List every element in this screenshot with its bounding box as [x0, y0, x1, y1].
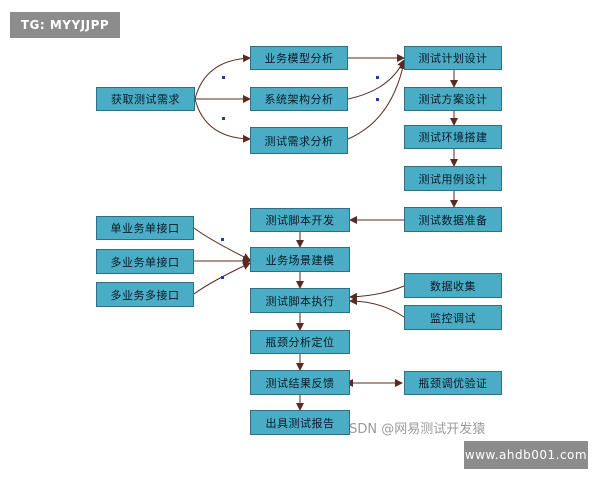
- node-jieguo-fankui: 测试结果反馈: [250, 370, 350, 395]
- node-huanjing-dajian: 测试环境搭建: [404, 125, 502, 149]
- marker-dot: [222, 117, 225, 120]
- edge-dandan-changjing: [193, 227, 251, 261]
- node-shuju-shouji: 数据收集: [404, 273, 502, 298]
- marker-dot: [376, 98, 379, 101]
- edge-huoqu-yewu: [194, 54, 251, 100]
- marker-dot: [221, 238, 224, 241]
- watermark-site: www.ahdb001.com: [464, 441, 588, 469]
- marker-dot: [221, 276, 224, 279]
- node-jiaoben-zhixing: 测试脚本执行: [250, 288, 350, 313]
- marker-dot: [376, 76, 379, 79]
- edge-huoqu-xuqiu: [194, 98, 251, 143]
- node-jihua-sheji: 测试计划设计: [404, 46, 502, 70]
- node-jiankong-tiaoshi: 监控调试: [404, 305, 502, 330]
- node-chuju-baogao: 出具测试报告: [250, 410, 350, 435]
- node-changjing-jianmo: 业务场景建模: [250, 247, 350, 272]
- node-jiaoben-kaifa: 测试脚本开发: [250, 208, 350, 232]
- watermark-tg: TG: MYYJJPP: [10, 12, 120, 38]
- watermark-csdn: CSDN @网易测试开发猿: [340, 422, 486, 437]
- edge-xitong-jihua: [347, 59, 405, 100]
- node-yewu-moxing: 业务模型分析: [250, 46, 348, 70]
- edge-duoduo-changjing: [193, 262, 251, 295]
- node-yongli-sheji: 测试用例设计: [404, 166, 502, 191]
- node-pingjing-dingwei: 瓶颈分析定位: [250, 330, 350, 354]
- node-fangan-sheji: 测试方案设计: [404, 87, 502, 111]
- node-dan-yewu-dan-jiekou: 单业务单接口: [96, 216, 194, 240]
- node-duo-yewu-dan-jiekou: 多业务单接口: [96, 249, 194, 274]
- edge-jiankong-zhixing: [349, 297, 405, 318]
- node-huoqu-xuqiu: 获取测试需求: [96, 87, 195, 111]
- node-pingjing-tiaoyou: 瓶颈调优验证: [404, 371, 502, 395]
- node-ceshi-xuqiu: 测试需求分析: [250, 127, 348, 154]
- node-duo-yewu-duo-jiekou: 多业务多接口: [96, 282, 194, 307]
- node-shuju-zhunbei: 测试数据准备: [404, 207, 502, 232]
- node-xitong-jiagou: 系统架构分析: [250, 87, 348, 111]
- edge-xuqiu-jihua: [347, 61, 407, 140]
- edge-shouji-zhixing: [349, 285, 405, 301]
- marker-dot: [222, 76, 225, 79]
